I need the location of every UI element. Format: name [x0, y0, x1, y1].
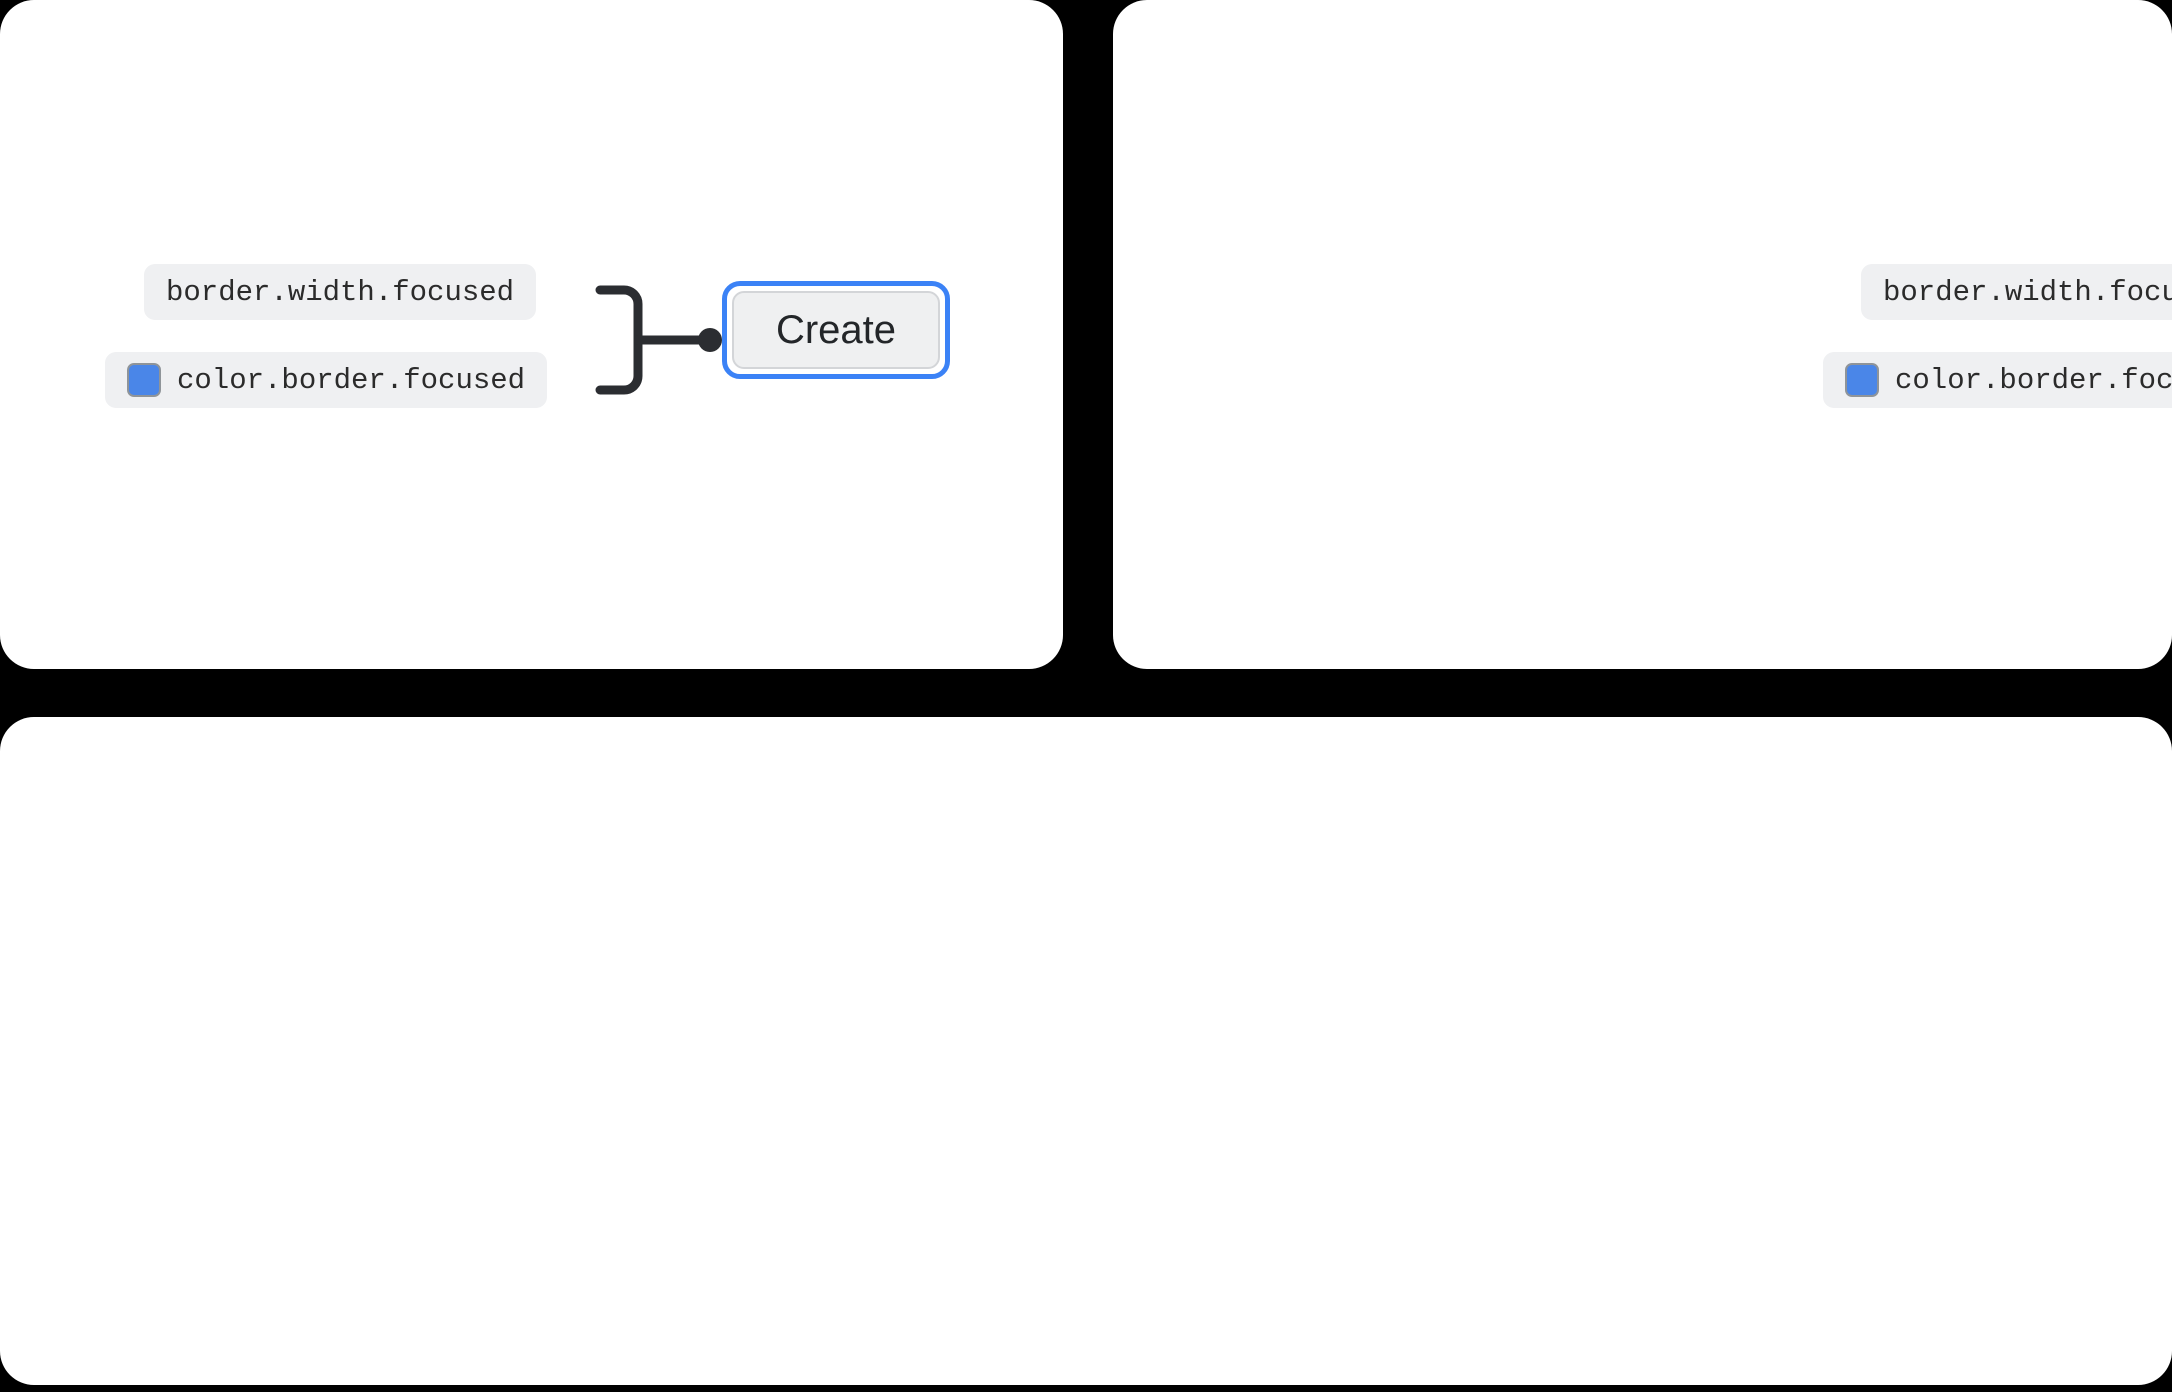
- create-button[interactable]: Create: [732, 291, 940, 369]
- connector-endpoint-dot: [698, 328, 722, 352]
- color-swatch-icon: [127, 363, 161, 397]
- color-swatch-icon: [1845, 363, 1879, 397]
- connector-lines-button: [595, 285, 722, 395]
- token-chip-border-width[interactable]: border.width.focused: [1861, 264, 2172, 320]
- panel-focused-date-input: border.width.focused color.border.focuse…: [0, 717, 2172, 1385]
- token-chip-color-border[interactable]: color.border.focused: [1823, 352, 2172, 408]
- token-chip-label: color.border.focused: [1895, 363, 2172, 397]
- token-chip-label: border.width.focused: [166, 275, 515, 309]
- token-chip-label: border.width.focused: [1883, 275, 2172, 309]
- panel-focused-button: border.width.focused color.border.focuse…: [0, 0, 1063, 669]
- token-chip-border-width[interactable]: border.width.focused: [144, 264, 537, 320]
- token-chip-label: color.border.focused: [177, 363, 526, 397]
- create-button-focus-ring: Create: [722, 281, 950, 379]
- panel-focused-checkbox: border.width.focused color.border.focuse…: [1113, 0, 2172, 669]
- token-chip-color-border[interactable]: color.border.focused: [105, 352, 548, 408]
